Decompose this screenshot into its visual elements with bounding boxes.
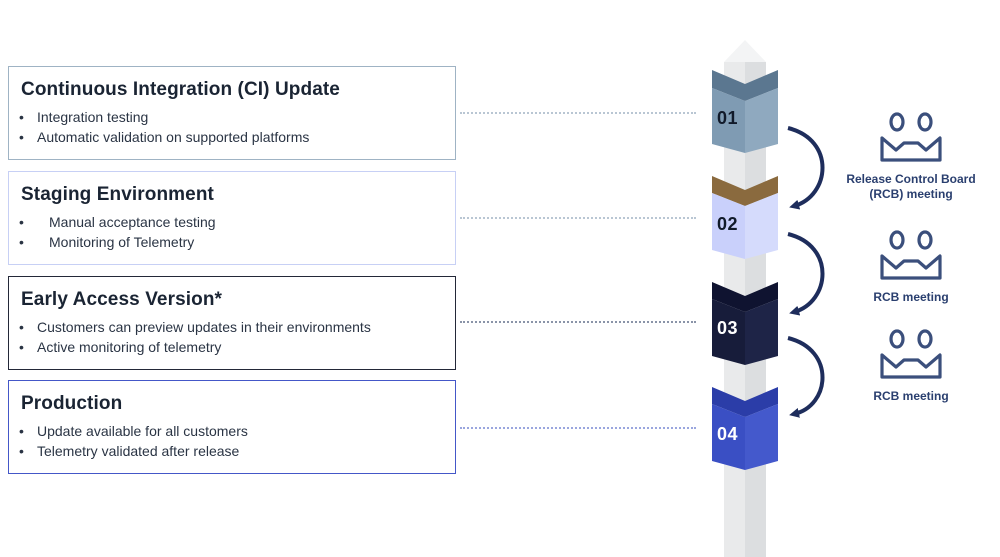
stage-bullet-list: •Customers can preview updates in their … <box>19 317 371 357</box>
dotted-connector <box>460 112 696 114</box>
pole-top-cap <box>724 40 766 62</box>
stage-card-early-access: Early Access Version* •Customers can pre… <box>8 276 456 370</box>
stage-bullet-item: •Monitoring of Telemetry <box>19 234 195 250</box>
stage-title: Early Access Version* <box>21 289 223 310</box>
stage-number: 02 <box>717 214 739 234</box>
stage-number: 01 <box>717 108 739 128</box>
dotted-connector <box>460 321 696 323</box>
meeting-label: (RCB) meeting <box>869 187 953 201</box>
stage-bullet-item: •Manual acceptance testing <box>19 214 216 230</box>
people-meeting-icon <box>880 230 942 280</box>
stage-number: 04 <box>717 424 739 444</box>
stage-title: Staging Environment <box>21 184 214 205</box>
curved-arrow-icon <box>787 126 825 210</box>
stage-card-staging: Staging Environment •Manual acceptance t… <box>8 171 456 265</box>
stage-cube-02 <box>712 176 778 259</box>
meeting-rcb-2: RCB meeting <box>826 228 996 305</box>
stage-card-ci-update: Continuous Integration (CI) Update •Inte… <box>8 66 456 160</box>
stage-title: Production <box>21 393 123 414</box>
stage-bullet-list: •Integration testing •Automatic validati… <box>19 107 309 147</box>
curved-arrow-icon <box>787 336 825 418</box>
stage-cube-04 <box>712 387 778 470</box>
stage-bullet-item: •Integration testing <box>19 109 149 125</box>
meeting-label: Release Control Board <box>846 172 976 186</box>
meeting-rcb-3: RCB meeting <box>826 327 996 404</box>
dotted-connector <box>460 427 696 429</box>
meeting-rcb-1: Release Control Board (RCB) meeting <box>826 110 996 202</box>
stage-bullet-item: •Update available for all customers <box>19 423 248 439</box>
curved-arrow-icon <box>787 232 825 316</box>
people-meeting-icon <box>880 112 942 162</box>
stage-bullet-item: •Telemetry validated after release <box>19 443 240 459</box>
stage-number: 03 <box>717 318 739 338</box>
stage-bullet-item: •Automatic validation on supported platf… <box>19 129 310 145</box>
stage-title: Continuous Integration (CI) Update <box>21 79 340 100</box>
stage-cube-03 <box>712 282 778 365</box>
people-meeting-icon <box>880 329 942 379</box>
stage-bullet-list: •Update available for all customers •Tel… <box>19 421 248 461</box>
stage-card-production: Production •Update available for all cus… <box>8 380 456 474</box>
stage-cube-01 <box>712 70 778 153</box>
meeting-label: RCB meeting <box>873 290 949 304</box>
stage-bullet-item: •Customers can preview updates in their … <box>19 319 371 335</box>
stage-bullet-item: •Active monitoring of telemetry <box>19 339 222 355</box>
meeting-label: RCB meeting <box>873 389 949 403</box>
dotted-connector <box>460 217 696 219</box>
stage-bullet-list: •Manual acceptance testing •Monitoring o… <box>19 212 216 252</box>
